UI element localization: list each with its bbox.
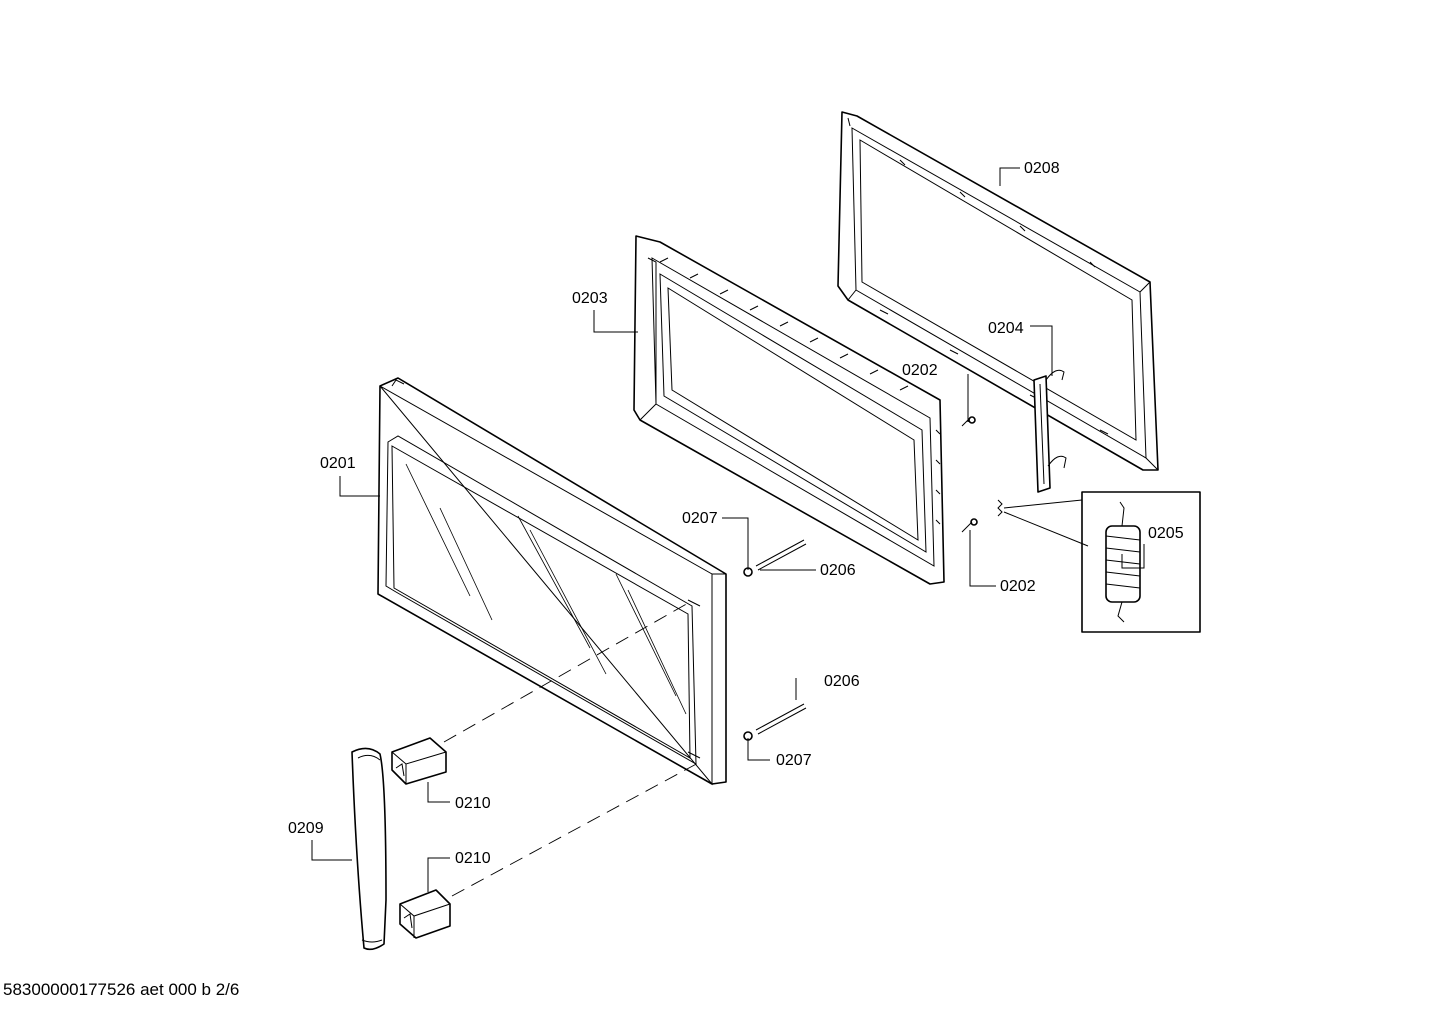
callout-0209: 0209 — [288, 820, 324, 837]
callout-0208: 0208 — [1024, 160, 1060, 177]
part-0208-rear-frame — [837, 111, 1159, 471]
part-0209-handle — [351, 747, 387, 951]
callout-0202-lower: 0202 — [1000, 578, 1036, 595]
drawing-footer-code: 58300000177526 aet 000 b 2/6 — [3, 980, 240, 999]
part-0202-screw-lower — [961, 518, 978, 533]
part-0210-cap-lower — [399, 889, 451, 939]
callout-0207-upper: 0207 — [682, 510, 718, 527]
part-0204-hinge — [1033, 369, 1067, 493]
part-0203-inner-panel — [633, 235, 945, 585]
part-0202-screw-upper — [961, 416, 976, 427]
callout-0210-lower: 0210 — [455, 850, 491, 867]
callout-0202-upper: 0202 — [902, 362, 938, 379]
callout-0210-upper: 0210 — [455, 795, 491, 812]
part-0205-detail-box — [1003, 491, 1201, 633]
callout-0201: 0201 — [320, 455, 356, 472]
callout-0203: 0203 — [572, 290, 608, 307]
callout-labels: 0201 0203 0202 0202 0204 0205 0206 0206 … — [288, 160, 1184, 867]
callout-0207-lower: 0207 — [776, 752, 812, 769]
part-0206-rod-upper — [755, 539, 807, 571]
assembly-lines — [443, 601, 701, 897]
callout-0206-upper: 0206 — [820, 562, 856, 579]
callout-0205: 0205 — [1148, 525, 1184, 542]
part-0206-rod-lower — [755, 703, 807, 735]
part-0210-cap-upper — [391, 737, 447, 785]
callout-0204: 0204 — [988, 320, 1024, 337]
part-0205-spring-mount — [997, 499, 1003, 517]
callout-0206-lower: 0206 — [824, 673, 860, 690]
leader-lines — [311, 167, 1145, 892]
part-0201-front-door — [377, 377, 727, 786]
